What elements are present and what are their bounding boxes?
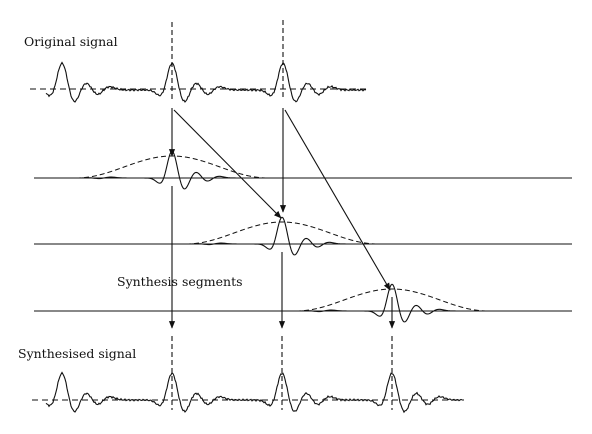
synthesised-signal-label: Synthesised signal	[18, 346, 137, 361]
original-signal-label: Original signal	[24, 34, 118, 49]
arrow-segment-1-shifted	[173, 109, 282, 219]
original-signal-waveform	[45, 61, 367, 103]
segment-1-waveform	[76, 150, 268, 190]
segment-2-window	[185, 221, 379, 245]
segment-3-window	[295, 288, 489, 312]
synthesis-segments-label: Synthesis segments	[117, 274, 243, 289]
segment-3-waveform	[296, 283, 488, 323]
synthesised-signal-waveform	[45, 371, 463, 414]
segment-1-window	[75, 155, 269, 179]
segment-2-waveform	[186, 216, 378, 256]
arrow-segment-2-shifted	[284, 109, 391, 291]
